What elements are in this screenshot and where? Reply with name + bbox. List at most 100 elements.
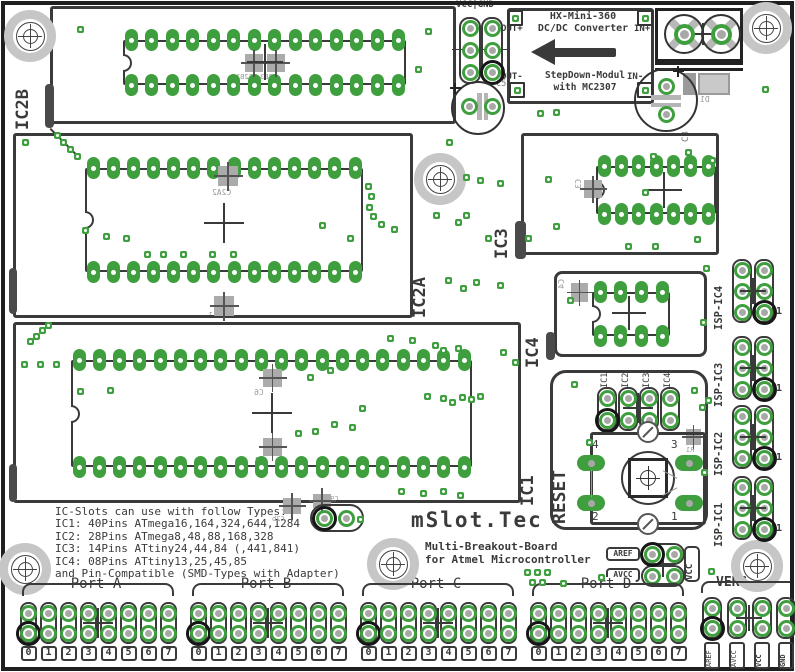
ic2a-socket-pad[interactable]: [146, 157, 160, 179]
ic2b-socket-pad[interactable]: [145, 74, 159, 96]
ic1-socket-pad[interactable]: [376, 349, 390, 371]
isp-header-pad[interactable]: [733, 338, 751, 356]
vers-header-pad[interactable]: [703, 599, 721, 617]
ic1-socket-pad[interactable]: [315, 349, 329, 371]
port-d-pad[interactable]: [650, 604, 667, 622]
ic1-socket-pad[interactable]: [153, 349, 167, 371]
ic2a-socket-pad[interactable]: [187, 261, 201, 283]
ic2b-socket-pad[interactable]: [247, 29, 261, 51]
port-d-pad[interactable]: [670, 604, 687, 622]
ic1-socket-pad[interactable]: [113, 349, 127, 371]
ic3-socket-pad[interactable]: [684, 155, 698, 177]
isp-header-pad[interactable]: [733, 303, 751, 321]
ic2b-socket-pad[interactable]: [186, 74, 200, 96]
ic1-socket-pad[interactable]: [254, 349, 268, 371]
vers-header-pad[interactable]: [777, 599, 795, 617]
ic1-socket-pad[interactable]: [72, 456, 86, 478]
ic2a-socket-pad[interactable]: [328, 157, 342, 179]
elcap-c8-pad[interactable]: [657, 105, 675, 123]
ic2a-socket-pad[interactable]: [247, 261, 261, 283]
ic2b-socket-pad[interactable]: [124, 74, 138, 96]
reset-switch-pad[interactable]: [675, 455, 703, 471]
ic4-socket-pad[interactable]: [614, 281, 628, 303]
dcdc-pad-out-plus[interactable]: [507, 10, 523, 26]
power-header-pad[interactable]: [461, 19, 479, 37]
port-a-pad[interactable]: [80, 624, 97, 642]
elcap-body[interactable]: [451, 81, 505, 135]
port-b-pad[interactable]: [290, 624, 307, 642]
ic2b-socket-pad[interactable]: [145, 29, 159, 51]
ic2b-socket-pad[interactable]: [268, 29, 282, 51]
diode-d1-body[interactable]: [698, 73, 730, 95]
ic2b-socket-pad[interactable]: [247, 74, 261, 96]
ic1-socket-pad[interactable]: [376, 456, 390, 478]
port-d-pad[interactable]: [550, 604, 567, 622]
power-header-pad[interactable]: [461, 63, 479, 81]
ic2a-socket-pad[interactable]: [106, 157, 120, 179]
ic1-socket-pad[interactable]: [133, 456, 147, 478]
reset-header-pad[interactable]: [661, 389, 679, 407]
ic1-socket-pad[interactable]: [133, 349, 147, 371]
elcap-pad[interactable]: [483, 97, 501, 115]
ic1-socket-pad[interactable]: [295, 349, 309, 371]
dcdc-pad-in-plus[interactable]: [637, 10, 653, 26]
ic2a-socket-pad[interactable]: [308, 261, 322, 283]
power-header-pad[interactable]: [461, 41, 479, 59]
ic1-socket-pad[interactable]: [92, 456, 106, 478]
ic2a-socket-pad[interactable]: [328, 261, 342, 283]
ic2a-socket-pad[interactable]: [267, 261, 281, 283]
power-header-pad[interactable]: [483, 41, 501, 59]
ic1-socket-pad[interactable]: [457, 456, 471, 478]
ic2b-socket-pad[interactable]: [268, 74, 282, 96]
ic2a-socket-pad[interactable]: [288, 157, 302, 179]
ic1-socket-pad[interactable]: [275, 349, 289, 371]
isp-header-pad[interactable]: [733, 407, 751, 425]
ic3-socket-pad[interactable]: [649, 155, 663, 177]
port-a-pad[interactable]: [40, 624, 57, 642]
ic1-socket-pad[interactable]: [173, 456, 187, 478]
ic2b-socket-pad[interactable]: [227, 29, 241, 51]
ic1-socket-pad[interactable]: [153, 456, 167, 478]
ic2a-socket-pad[interactable]: [267, 157, 281, 179]
ic1-socket-pad[interactable]: [457, 349, 471, 371]
isp-header-pad[interactable]: [733, 478, 751, 496]
port-a-pad[interactable]: [20, 604, 37, 622]
port-d-pad[interactable]: [630, 604, 647, 622]
reset-header-pad[interactable]: [640, 389, 658, 407]
ic4-socket-pad[interactable]: [634, 281, 648, 303]
port-c-pad[interactable]: [420, 624, 437, 642]
ic4-socket-pad[interactable]: [634, 325, 648, 347]
port-d-pad[interactable]: [610, 604, 627, 622]
reset-header-pad[interactable]: [619, 411, 637, 429]
terminal-pad[interactable]: [710, 23, 732, 45]
port-b-pad[interactable]: [310, 604, 327, 622]
port-d-pad[interactable]: [610, 624, 627, 642]
port-d-pad[interactable]: [570, 604, 587, 622]
ic2a-socket-pad[interactable]: [348, 157, 362, 179]
port-b-pad[interactable]: [250, 604, 267, 622]
ic2a-socket-pad[interactable]: [126, 261, 140, 283]
ic4-socket-pad[interactable]: [655, 281, 669, 303]
port-b-pad[interactable]: [230, 624, 247, 642]
ic2a-socket-pad[interactable]: [86, 261, 100, 283]
isp-header-pad[interactable]: [733, 261, 751, 279]
ic2a-socket-pad[interactable]: [207, 261, 221, 283]
ic1-socket-pad[interactable]: [194, 349, 208, 371]
ic1-socket-pad[interactable]: [214, 456, 228, 478]
ic3-socket-pad[interactable]: [597, 155, 611, 177]
isp-header-pad[interactable]: [755, 338, 773, 356]
ic3-socket-pad[interactable]: [649, 203, 663, 225]
reset-switch-pad[interactable]: [577, 455, 605, 471]
vers-header-pad[interactable]: [728, 619, 746, 637]
ic4-socket-pad[interactable]: [593, 281, 607, 303]
port-a-pad[interactable]: [60, 624, 77, 642]
ic2b-socket-pad[interactable]: [288, 74, 302, 96]
reset-switch-pad[interactable]: [577, 495, 605, 511]
ic1-socket-pad[interactable]: [416, 349, 430, 371]
ic4-socket-pad[interactable]: [655, 325, 669, 347]
ic1-socket-pad[interactable]: [416, 456, 430, 478]
ic2a-socket-pad[interactable]: [308, 157, 322, 179]
vers-header-pad[interactable]: [753, 619, 771, 637]
port-c-pad[interactable]: [400, 624, 417, 642]
ic1-socket-pad[interactable]: [295, 456, 309, 478]
